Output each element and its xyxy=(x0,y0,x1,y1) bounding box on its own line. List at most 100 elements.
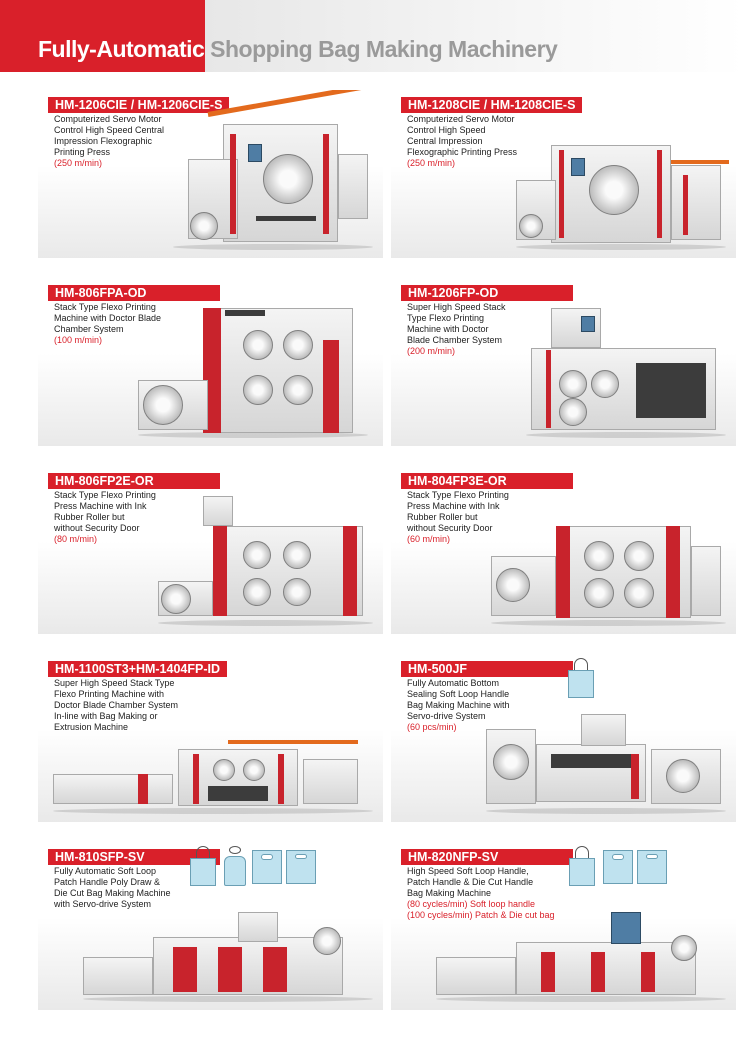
product-description: Stack Type Flexo Printing Press Machine … xyxy=(54,490,202,545)
die-cut-bag-icon xyxy=(286,850,316,884)
machine-photo xyxy=(511,120,731,254)
machine-photo xyxy=(168,90,378,254)
description-line: Doctor Blade Chamber System xyxy=(54,700,179,710)
product-description: Stack Type Flexo Printing Press Machine … xyxy=(407,490,555,545)
description-line: Stack Type Flexo Printing xyxy=(54,302,156,312)
description-line: with Servo-drive System xyxy=(54,899,152,909)
speed-rating: (80 m/min) xyxy=(54,534,98,544)
product-description: Computerized Servo Motor Control High Sp… xyxy=(407,114,555,169)
description-line: In-line with Bag Making or xyxy=(54,711,158,721)
speed-rating: (250 m/min) xyxy=(407,158,456,168)
model-tag: HM-820NFP-SV xyxy=(401,849,573,865)
die-cut-bag-icon xyxy=(637,850,667,884)
product-description: Stack Type Flexo Printing Machine with D… xyxy=(54,302,202,346)
model-tag: HM-804FP3E-OR xyxy=(401,473,573,489)
model-tag: HM-1206FP-OD xyxy=(401,285,573,301)
soft-loop-bag-icon xyxy=(188,846,218,886)
speed-rating: (80 cycles/min) Soft loop handle xyxy=(407,899,536,909)
description-line: Flexographic Printing Press xyxy=(407,147,518,157)
patch-handle-bag-icon xyxy=(252,850,282,884)
description-line: Computerized Servo Motor xyxy=(54,114,162,124)
model-tag: HM-806FP2E-OR xyxy=(48,473,220,489)
machine-photo xyxy=(431,907,731,1006)
description-line: Rubber Roller but xyxy=(54,512,125,522)
header-grey-block xyxy=(205,0,745,72)
description-line: Sealing Soft Loop Handle xyxy=(407,689,510,699)
description-line: Flexo Printing Machine with xyxy=(54,689,165,699)
page-title-secondary: Shopping Bag Making Machinery xyxy=(210,36,558,62)
description-line: High Speed Soft Loop Handle, xyxy=(407,866,529,876)
model-tag: HM-1208CIE / HM-1208CIE-S xyxy=(401,97,583,113)
product-description: Fully Automatic Soft Loop Patch Handle P… xyxy=(54,866,202,910)
product-description: Fully Automatic Bottom Sealing Soft Loop… xyxy=(407,678,555,733)
model-tag: HM-1206CIE / HM-1206CIE-S xyxy=(48,97,230,113)
description-line: Servo-drive System xyxy=(407,711,486,721)
product-panel-hm-804fp3e-or: HM-804FP3E-OR Stack Type Flexo Printing … xyxy=(391,466,736,634)
description-line: Fully Automatic Soft Loop xyxy=(54,866,157,876)
description-line: Stack Type Flexo Printing xyxy=(407,490,509,500)
description-line: Die Cut Bag Making Machine xyxy=(54,888,171,898)
machine-photo xyxy=(78,907,378,1006)
description-line: Type Flexo Printing xyxy=(407,313,485,323)
description-line: Stack Type Flexo Printing xyxy=(54,490,156,500)
speed-rating: (100 cycles/min) Patch & Die cut bag xyxy=(407,910,555,920)
speed-rating: (60 pcs/min) xyxy=(407,722,457,732)
machine-photo xyxy=(153,486,378,630)
product-description: Super High Speed Stack Type Flexo Printi… xyxy=(407,302,555,357)
model-tag: HM-806FPA-OD xyxy=(48,285,220,301)
machine-photo xyxy=(48,734,378,818)
description-line: Machine with Doctor Blade xyxy=(54,313,162,323)
description-line: without Security Door xyxy=(407,523,493,533)
product-panel-hm-1206fp-od: HM-1206FP-OD Super High Speed Stack Type… xyxy=(391,278,736,446)
speed-rating: (100 m/min) xyxy=(54,335,103,345)
description-line: Bag Making Machine with xyxy=(407,700,510,710)
header-red-block xyxy=(0,0,205,72)
soft-loop-bag-icon xyxy=(566,658,596,698)
product-panel-hm-500jf: HM-500JF Fully Automatic Bottom Sealing … xyxy=(391,654,736,822)
description-line: Impression Flexographic xyxy=(54,136,153,146)
description-line: Rubber Roller but xyxy=(407,512,478,522)
machine-photo xyxy=(486,506,731,630)
speed-rating: (200 m/min) xyxy=(407,346,456,356)
speed-rating: (60 m/min) xyxy=(407,534,451,544)
machine-photo xyxy=(481,714,731,818)
description-line: Blade Chamber System xyxy=(407,335,503,345)
description-line: Fully Automatic Bottom xyxy=(407,678,500,688)
description-line: without Security Door xyxy=(54,523,140,533)
description-line: Central Impression xyxy=(407,136,483,146)
product-panel-hm-1206cie: HM-1206CIE / HM-1206CIE-S Computerized S… xyxy=(38,90,383,258)
description-line: Control High Speed xyxy=(407,125,486,135)
product-panel-hm-810sfp-sv: HM-810SFP-SV Fully Automatic Soft Loop P… xyxy=(38,842,383,1010)
model-tag: HM-1100ST3+HM-1404FP-ID xyxy=(48,661,227,677)
product-panel-hm-820nfp-sv: HM-820NFP-SV High Speed Soft Loop Handle… xyxy=(391,842,736,1010)
description-line: Press Machine with Ink xyxy=(54,501,147,511)
description-line: Machine with Doctor xyxy=(407,324,489,334)
product-description: Computerized Servo Motor Control High Sp… xyxy=(54,114,202,169)
description-line: Bag Making Machine xyxy=(407,888,492,898)
description-line: Patch Handle & Die Cut Handle xyxy=(407,877,534,887)
product-panel-hm-806fp2e-or: HM-806FP2E-OR Stack Type Flexo Printing … xyxy=(38,466,383,634)
model-tag: HM-810SFP-SV xyxy=(48,849,220,865)
description-line: Control High Speed Central xyxy=(54,125,165,135)
machine-photo xyxy=(521,308,731,442)
product-panel-hm-806fpa-od: HM-806FPA-OD Stack Type Flexo Printing M… xyxy=(38,278,383,446)
product-panel-hm-1100st3: HM-1100ST3+HM-1404FP-ID Super High Speed… xyxy=(38,654,383,822)
model-tag: HM-500JF xyxy=(401,661,573,677)
description-line: Computerized Servo Motor xyxy=(407,114,515,124)
product-panel-hm-1208cie: HM-1208CIE / HM-1208CIE-S Computerized S… xyxy=(391,90,736,258)
product-description: Super High Speed Stack Type Flexo Printi… xyxy=(54,678,202,733)
product-description: High Speed Soft Loop Handle, Patch Handl… xyxy=(407,866,555,921)
patch-handle-bag-icon xyxy=(603,850,633,884)
header-band: Fully-Automatic Shopping Bag Making Mach… xyxy=(0,0,745,72)
description-line: Chamber System xyxy=(54,324,124,334)
page-title: Fully-Automatic Shopping Bag Making Mach… xyxy=(38,36,558,63)
draw-tape-bag-icon xyxy=(222,846,248,886)
page-title-primary: Fully-Automatic xyxy=(38,36,205,62)
description-line: Press Machine with Ink xyxy=(407,501,500,511)
machine-photo xyxy=(133,300,373,442)
description-line: Printing Press xyxy=(54,147,111,157)
description-line: Patch Handle Poly Draw & xyxy=(54,877,161,887)
speed-rating: (250 m/min) xyxy=(54,158,103,168)
description-line: Super High Speed Stack Type xyxy=(54,678,175,688)
description-line: Super High Speed Stack xyxy=(407,302,506,312)
